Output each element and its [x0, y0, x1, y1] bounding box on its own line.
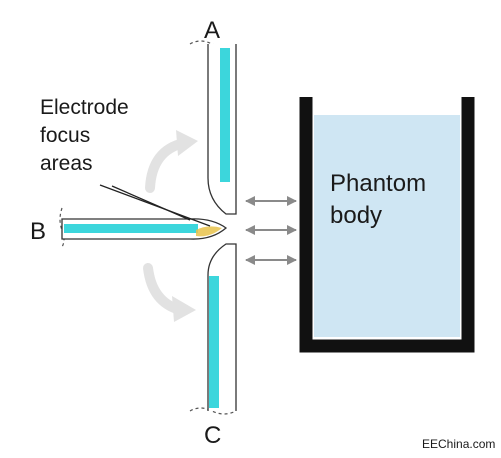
- electrode-c-strip: [209, 276, 219, 408]
- phantom-label-line1: Phantom: [330, 170, 426, 197]
- focus-label-line3: areas: [40, 152, 93, 175]
- electrode-b-strip: [64, 224, 198, 233]
- break-line-b: [59, 207, 65, 248]
- rotate-arrow-icon: [143, 263, 196, 322]
- phantom-container: [299, 97, 475, 353]
- phantom-liquid: [314, 115, 460, 337]
- watermark: EEChina.com: [422, 437, 495, 451]
- electrode-a: [189, 40, 237, 215]
- electrode-c: [189, 243, 237, 415]
- label-b: B: [30, 218, 46, 245]
- electrode-a-strip: [220, 48, 230, 182]
- rotate-arrow-icon: [145, 130, 198, 193]
- focus-label-line2: focus: [40, 124, 90, 147]
- label-a: A: [204, 17, 220, 44]
- focus-tip-b: [196, 226, 222, 237]
- break-line-c: [189, 407, 237, 415]
- phantom-label-line2: body: [330, 202, 382, 229]
- break-line-a: [189, 40, 237, 48]
- focus-pointer-lines: [99, 184, 211, 227]
- electrode-b: [59, 207, 228, 248]
- container-walls: [299, 97, 475, 353]
- label-c: C: [204, 422, 221, 449]
- focus-label-line1: Electrode: [40, 96, 129, 119]
